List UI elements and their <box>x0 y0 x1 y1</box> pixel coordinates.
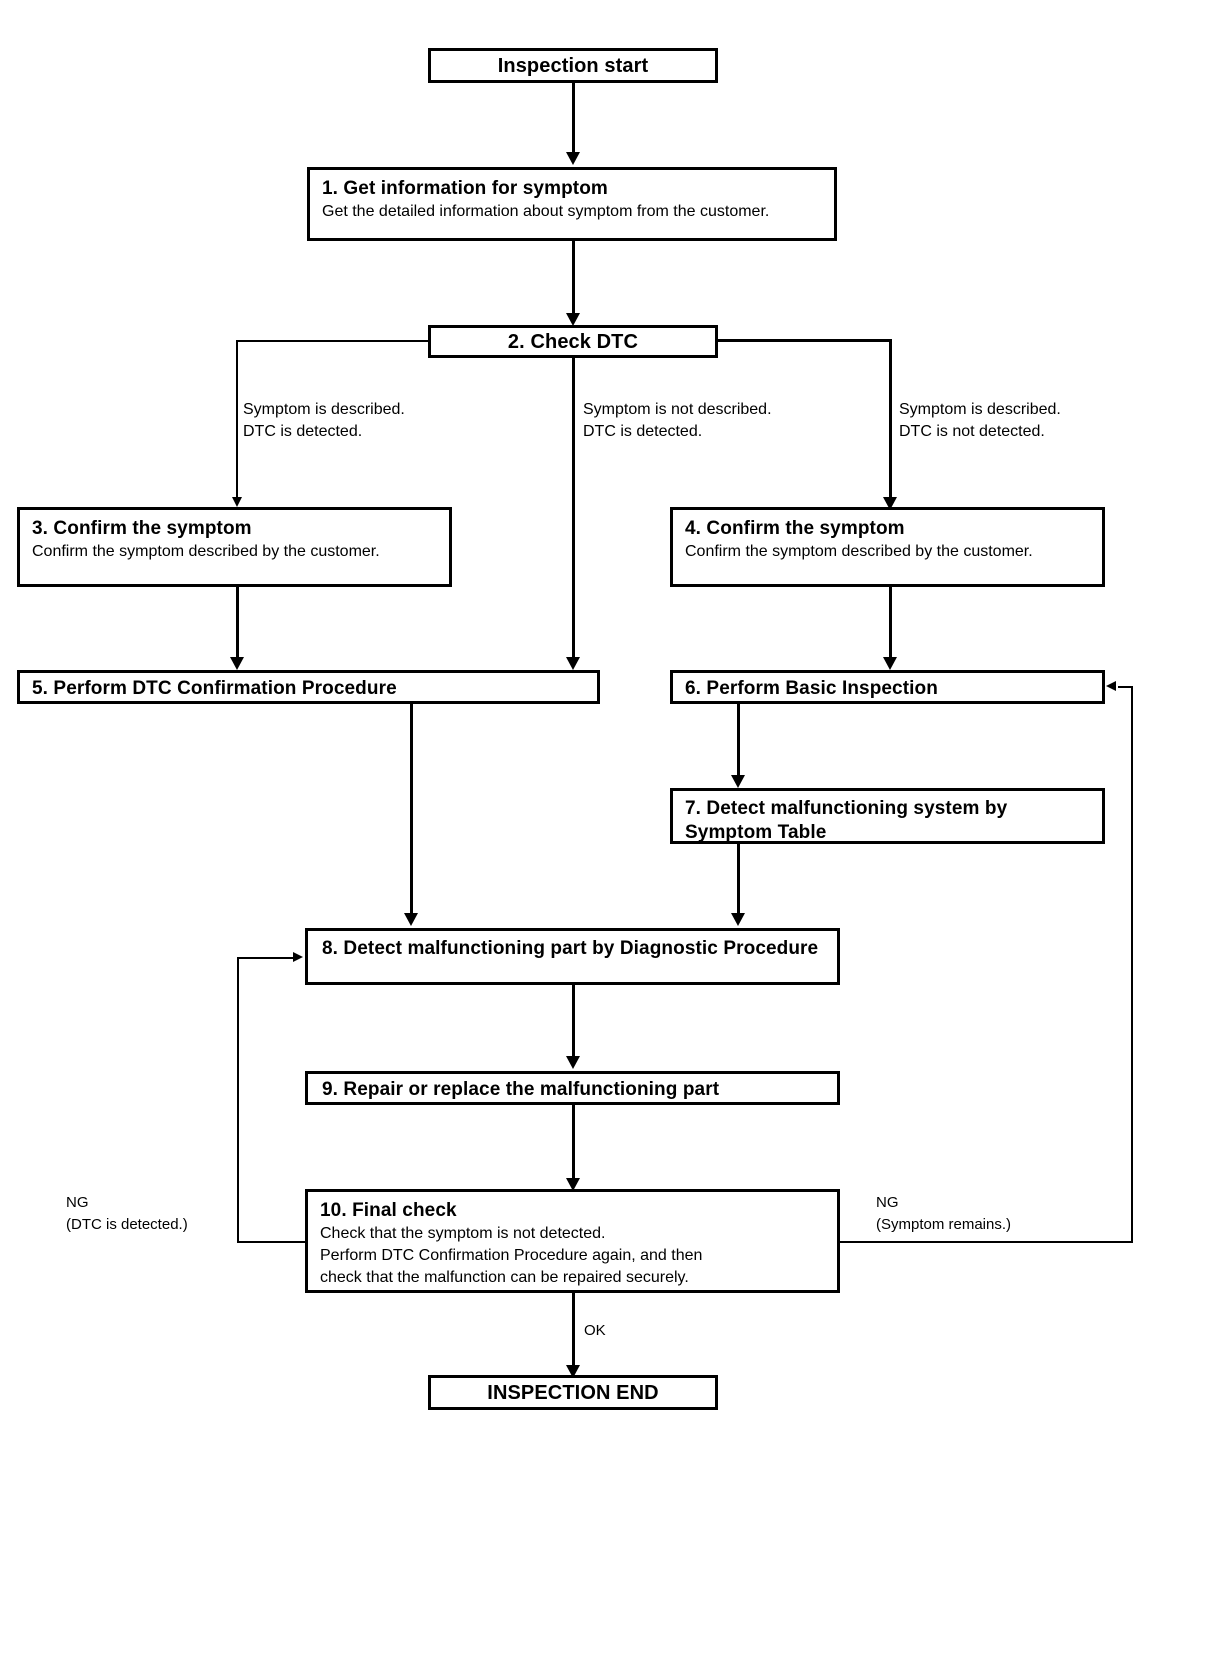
node-step4-body: Confirm the symptom described by the cus… <box>685 543 1033 560</box>
edge-ng-left-bottom <box>237 1241 307 1243</box>
arrowhead-branch-middle <box>566 657 580 670</box>
node-step7[interactable]: 7. Detect malfunctioning system by Sympt… <box>670 788 1105 844</box>
edge-label-ng-left-detail: (DTC is detected.) <box>66 1216 188 1233</box>
node-step5[interactable]: 5. Perform DTC Confirmation Procedure <box>17 670 600 704</box>
node-step6-title: 6. Perform Basic Inspection <box>685 678 938 699</box>
arrowhead-start-to-step1 <box>566 152 580 165</box>
node-step2-title: 2. Check DTC <box>507 330 639 353</box>
edge-step2-right-drop <box>889 339 892 504</box>
edge-step10-to-end <box>572 1293 575 1373</box>
node-step9[interactable]: 9. Repair or replace the malfunctioning … <box>305 1071 840 1105</box>
arrowhead-step6-to-step7 <box>731 775 745 788</box>
edge-label-ng-right-detail: (Symptom remains.) <box>876 1216 1012 1233</box>
edge-ng-right-top <box>1118 686 1133 688</box>
node-step1-title: 1. Get information for symptom <box>322 178 608 199</box>
edge-step7-to-step8 <box>737 844 740 922</box>
arrowhead-step7-to-step8 <box>731 913 745 926</box>
edge-step4-to-step6 <box>889 587 892 665</box>
edge-ng-right-vertical <box>1131 686 1133 1243</box>
edge-step2-right-bus <box>716 339 892 342</box>
edge-start-to-step1 <box>572 83 575 155</box>
arrowhead-step1-to-step2 <box>566 313 580 326</box>
node-step4[interactable]: 4. Confirm the symptom Confirm the sympt… <box>670 507 1105 587</box>
node-step10-body-line2: Perform DTC Confirmation Procedure again… <box>320 1247 703 1264</box>
node-step2[interactable]: 2. Check DTC <box>428 325 718 358</box>
node-step8-title: 8. Detect malfunctioning part by Diagnos… <box>322 938 819 959</box>
arrowhead-step4-to-step6 <box>883 657 897 670</box>
arrowhead-ng-left-to-step8 <box>293 952 303 962</box>
node-step1-body: Get the detailed information about sympt… <box>322 203 770 220</box>
arrowhead-branch-right <box>883 497 897 510</box>
edge-ng-left-top <box>237 957 295 959</box>
edge-ng-left-vertical <box>237 957 239 1243</box>
node-inspection-start-label: Inspection start <box>497 54 649 77</box>
arrowhead-step10-to-end <box>566 1365 580 1378</box>
edge-label-branch-left: Symptom is described. DTC is detected. <box>243 401 405 440</box>
arrowhead-branch-left <box>232 497 242 507</box>
arrowhead-step5-to-step8 <box>404 913 418 926</box>
edge-step2-left-drop <box>236 340 238 504</box>
edge-label-branch-middle: Symptom is not described. DTC is detecte… <box>583 401 772 440</box>
edge-step3-to-step5 <box>236 587 239 665</box>
edge-label-ng-left: NG <box>66 1194 89 1211</box>
edge-step2-left-bus <box>236 340 430 342</box>
node-inspection-end[interactable]: INSPECTION END <box>428 1375 718 1410</box>
node-step6[interactable]: 6. Perform Basic Inspection <box>670 670 1105 704</box>
arrowhead-step8-to-step9 <box>566 1056 580 1069</box>
edge-step2-middle-drop <box>572 358 575 666</box>
node-step7-title: 7. Detect malfunctioning system by Sympt… <box>685 798 1008 843</box>
node-step4-title: 4. Confirm the symptom <box>685 518 905 539</box>
edge-step1-to-step2 <box>572 241 575 319</box>
edge-step8-to-step9 <box>572 985 575 1063</box>
node-step10-body-line1: Check that the symptom is not detected. <box>320 1225 606 1242</box>
node-step3-title: 3. Confirm the symptom <box>32 518 252 539</box>
node-step10-title: 10. Final check <box>320 1200 457 1221</box>
node-step1[interactable]: 1. Get information for symptom Get the d… <box>307 167 837 241</box>
edge-ng-right-bottom <box>840 1241 1133 1243</box>
node-step3[interactable]: 3. Confirm the symptom Confirm the sympt… <box>17 507 452 587</box>
edge-step6-to-step7 <box>737 704 740 782</box>
edge-step9-to-step10 <box>572 1105 575 1187</box>
arrowhead-ng-right-to-step6 <box>1106 681 1116 691</box>
node-inspection-start[interactable]: Inspection start <box>428 48 718 83</box>
node-step10[interactable]: 10. Final check Check that the symptom i… <box>305 1189 840 1293</box>
arrowhead-step3-to-step5 <box>230 657 244 670</box>
edge-step5-to-step8 <box>410 704 413 922</box>
node-step10-body-line3: check that the malfunction can be repair… <box>320 1269 689 1286</box>
node-step5-title: 5. Perform DTC Confirmation Procedure <box>32 678 397 699</box>
edge-label-ok: OK <box>584 1322 606 1339</box>
node-step9-title: 9. Repair or replace the malfunctioning … <box>322 1079 720 1100</box>
node-inspection-end-label: INSPECTION END <box>487 1381 659 1404</box>
node-step8[interactable]: 8. Detect malfunctioning part by Diagnos… <box>305 928 840 985</box>
node-step3-body: Confirm the symptom described by the cus… <box>32 543 380 560</box>
edge-label-branch-right: Symptom is described. DTC is not detecte… <box>899 401 1061 440</box>
edge-label-ng-right: NG <box>876 1194 899 1211</box>
arrowhead-step9-to-step10 <box>566 1178 580 1191</box>
